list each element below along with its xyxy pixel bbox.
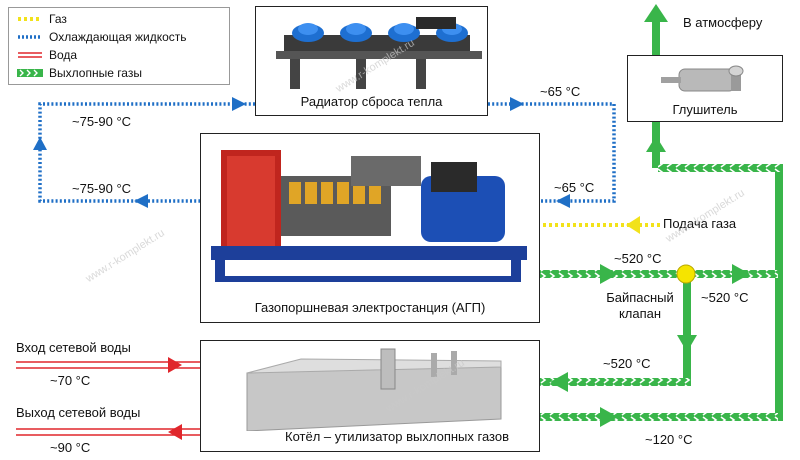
exhaust-line-icon [17, 69, 43, 77]
legend-gas-label: Газ [49, 12, 67, 26]
temp-coolant-bottom-left: ~75-90 °C [72, 181, 132, 196]
temp-coolant-bottom-right: ~65 °C [554, 180, 595, 195]
gas-arrow-1 [626, 216, 640, 234]
coolant-arrows [33, 97, 570, 208]
legend-exhaust: Выхлопные газы [17, 65, 142, 81]
coolant-line-icon [18, 35, 42, 39]
legend-water: Вода [17, 47, 77, 63]
muffler-caption: Глушитель [672, 102, 738, 117]
temp-coolant-top-left: ~75-90 °C [72, 114, 132, 129]
coolant-arrow-right-2 [510, 97, 524, 111]
gas-supply-label: Подача газа [663, 216, 737, 231]
temp-water-out: ~90 °C [50, 440, 91, 455]
coolant-loop [38, 102, 616, 203]
atmosphere-label: В атмосферу [683, 15, 763, 30]
legend-gas: Газ [17, 11, 67, 27]
legend: Газ Охлаждающая жидкость Вода Выхлопные … [8, 7, 230, 85]
legend-water-label: Вода [49, 48, 78, 62]
exhaust-chevrons [538, 164, 783, 421]
temp-exhaust-boiler: ~520 °C [603, 356, 651, 371]
bypass-label-line1: Байпасный [606, 290, 674, 305]
gas-line-icon [18, 17, 42, 21]
temp-water-in: ~70 °C [50, 373, 91, 388]
radiator-caption: Радиатор сброса тепла [300, 94, 443, 109]
temp-exhaust-bypass: ~520 °C [701, 290, 749, 305]
muffler-picture [661, 65, 744, 92]
temp-coolant-top-right: ~65 °C [540, 84, 581, 99]
muffler-box: Глушитель [627, 55, 783, 122]
generator-picture [211, 150, 527, 282]
temp-exhaust-out: ~120 °C [645, 432, 693, 447]
radiator-box: Радиатор сброса тепла [255, 6, 488, 116]
bypass-valve-icon [676, 264, 696, 284]
legend-coolant: Охлаждающая жидкость [17, 29, 187, 45]
coolant-arrow-right [232, 97, 246, 111]
generator-caption: Газопоршневая электростанция (АГП) [254, 300, 486, 315]
coolant-arrow-left [134, 194, 148, 208]
temp-exhaust-generator: ~520 °C [614, 251, 662, 266]
boiler-box: Котёл – утилизатор выхлопных газов [200, 340, 540, 452]
legend-coolant-label: Охлаждающая жидкость [49, 30, 187, 44]
water-arrow-in [168, 357, 182, 373]
coolant-arrow-left-2 [556, 194, 570, 208]
legend-exhaust-label: Выхлопные газы [49, 66, 142, 80]
water-arrow-out [168, 424, 182, 440]
water-in-label: Вход сетевой воды [16, 340, 131, 355]
coolant-arrow-up [33, 137, 47, 150]
exhaust-arrows [550, 4, 750, 427]
boiler-picture [246, 348, 502, 431]
water-line-icon [18, 52, 42, 58]
water-out-label: Выход сетевой воды [16, 405, 141, 420]
bypass-label-line2: клапан [618, 306, 662, 321]
boiler-caption: Котёл – утилизатор выхлопных газов [285, 429, 509, 444]
radiator-picture [276, 17, 482, 89]
generator-box: Газопоршневая электростанция (АГП) [200, 133, 540, 323]
